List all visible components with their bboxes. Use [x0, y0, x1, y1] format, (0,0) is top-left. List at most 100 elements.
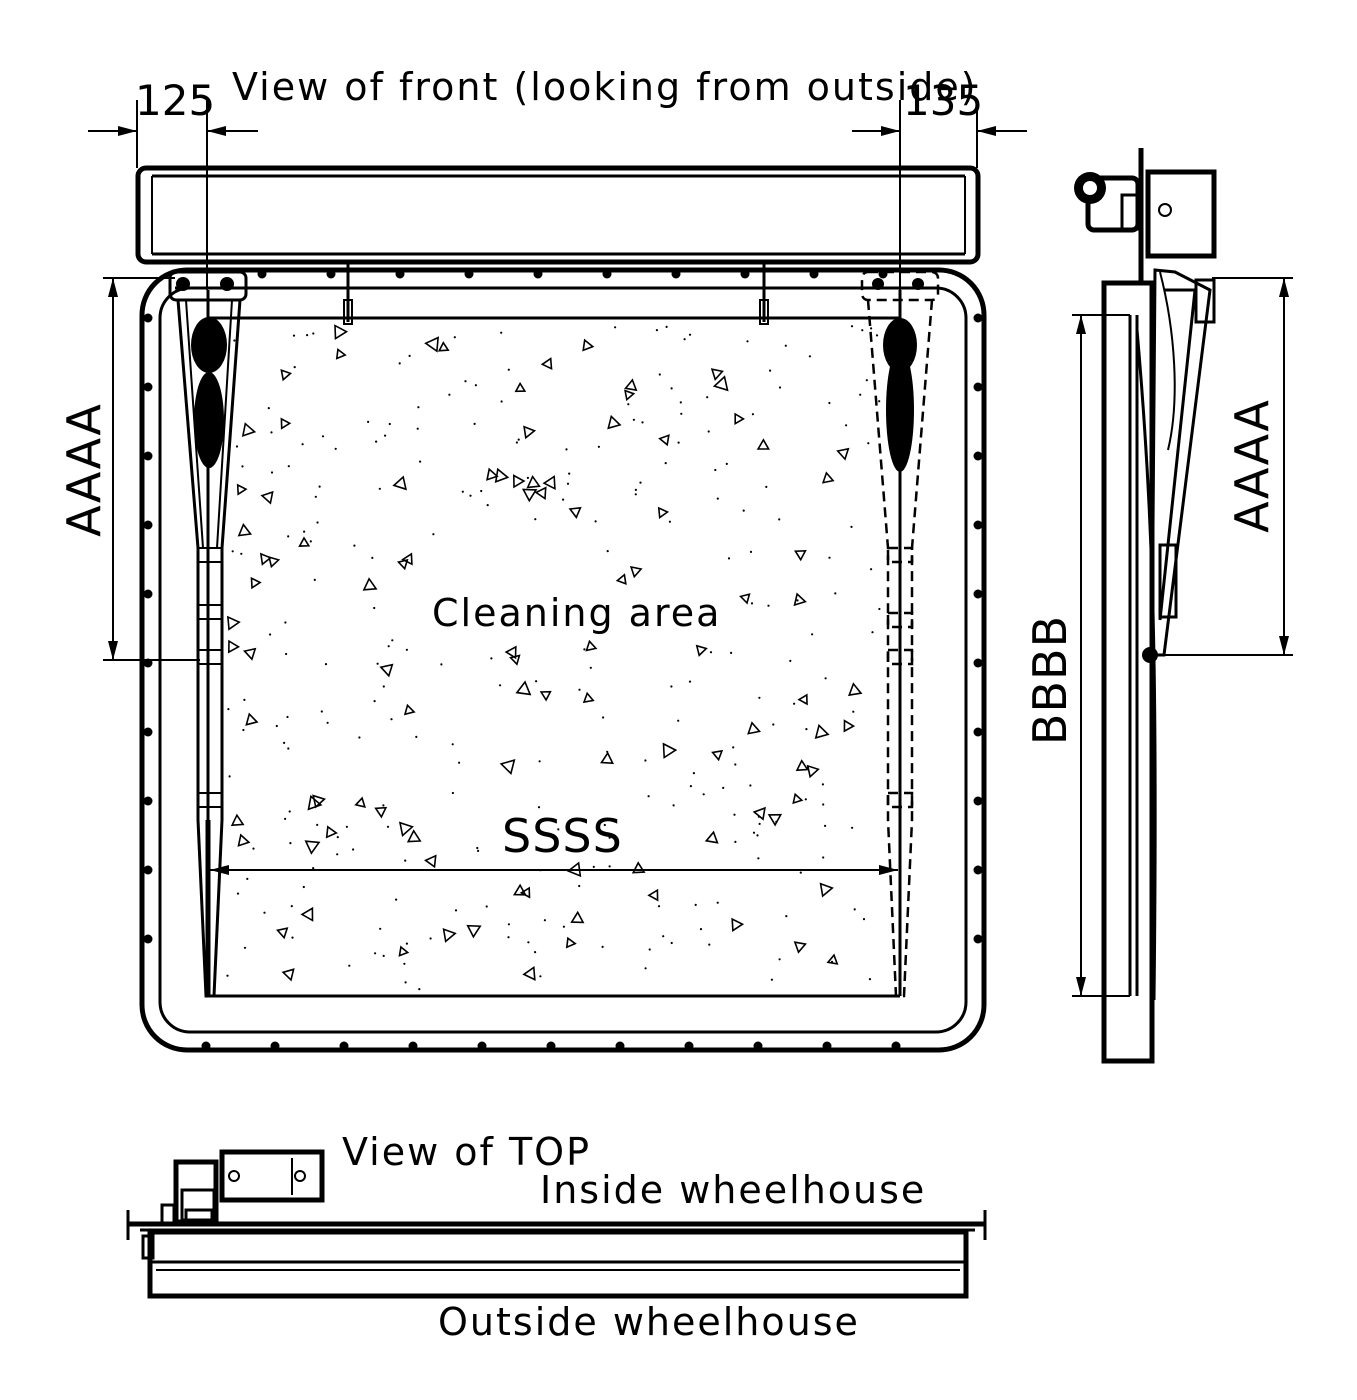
texture-triangle [631, 861, 646, 874]
texture-dot [284, 621, 287, 624]
texture-triangle [298, 536, 311, 547]
texture-triangle [821, 471, 835, 484]
frame-bolt [822, 1041, 832, 1051]
texture-triangle [767, 813, 783, 827]
texture-triangle [335, 348, 347, 360]
frame-bolt [143, 727, 153, 737]
texture-dot [757, 815, 761, 818]
texture-triangle [379, 663, 394, 678]
texture-dot [775, 820, 778, 824]
texture-dot [725, 462, 728, 465]
texture-triangle [739, 593, 751, 605]
texture-dot [384, 434, 387, 437]
texture-dot [314, 495, 317, 498]
texture-dot [758, 822, 761, 826]
texture-dot [318, 485, 321, 488]
dim-135-line [852, 100, 1027, 290]
texture-triangle [582, 338, 595, 352]
texture-dot [730, 651, 733, 655]
texture-triangle [250, 576, 262, 590]
texture-dot [226, 974, 229, 977]
frame-bolt [753, 1041, 763, 1051]
texture-dot [320, 710, 323, 713]
texture-triangle [267, 555, 281, 569]
texture-dot [321, 435, 325, 438]
texture-dot [474, 384, 477, 387]
texture-dot [313, 578, 316, 582]
top-view: View of TOP Inside wheelhouse Outside wh… [126, 1130, 987, 1344]
texture-dot [746, 340, 749, 343]
texture-dot [871, 631, 874, 634]
texture-triangle [756, 438, 770, 450]
texture-triangle [325, 825, 338, 839]
texture-dot [485, 905, 488, 908]
texture-dot [326, 721, 329, 724]
texture-dot [861, 329, 864, 332]
texture-triangle [710, 368, 724, 381]
frame-bolt [546, 1041, 556, 1051]
texture-dot [606, 750, 609, 753]
texture-dot [850, 325, 854, 328]
texture-dot [799, 871, 802, 874]
texture-dot [680, 412, 683, 415]
texture-dot [709, 651, 713, 654]
texture-dot [716, 901, 719, 904]
frame-bolt [143, 313, 153, 323]
frame-bolt [602, 269, 612, 279]
texture-dot [267, 407, 270, 410]
texture-dot [749, 784, 752, 787]
texture-dot [562, 498, 565, 501]
texture-dot [751, 413, 755, 416]
texture-dot [632, 418, 636, 421]
frame-bolt [408, 1041, 418, 1051]
texture-dot [287, 535, 290, 538]
texture-dot [348, 964, 351, 967]
front-view-title: View of front (looking from outside) [232, 65, 978, 109]
dim-ssss-label: SSSS [502, 809, 623, 863]
texture-dot [418, 988, 421, 991]
texture-triangle [843, 719, 856, 733]
texture-dot [473, 422, 476, 425]
texture-dot [416, 427, 419, 430]
texture-triangle [542, 475, 556, 491]
texture-dot [578, 884, 581, 888]
texture-dot [811, 633, 814, 636]
texture-triangle [307, 794, 323, 811]
frame-bolt [395, 269, 405, 279]
texture-dot [303, 530, 306, 533]
texture-dot [647, 795, 650, 798]
texture-dot [594, 520, 597, 523]
texture-dot [878, 607, 881, 611]
texture-triangle [362, 577, 378, 591]
texture-dot [538, 760, 541, 763]
texture-dot [231, 550, 234, 553]
texture-dot [677, 719, 680, 722]
texture-dot [334, 447, 337, 450]
texture-dot [373, 606, 376, 610]
frame-bolt [143, 589, 153, 599]
frame-bolt [143, 865, 153, 875]
texture-dot [770, 978, 774, 981]
frame-bolt [143, 382, 153, 392]
texture-dot [606, 550, 609, 553]
texture-dot [336, 836, 339, 839]
texture-dot [785, 915, 788, 918]
texture-dot [480, 489, 483, 493]
texture-triangle [534, 486, 547, 500]
texture-dot [568, 472, 571, 475]
texture-dot [390, 718, 393, 721]
texture-dot [415, 735, 418, 739]
texture-dot [293, 366, 296, 369]
left-wiper-arm [168, 270, 248, 998]
texture-dot [451, 791, 454, 795]
frame-bolt [891, 1041, 901, 1051]
texture-dot [403, 962, 406, 965]
frame-bolt [326, 269, 336, 279]
texture-triangle [585, 639, 598, 652]
texture-dot [679, 401, 682, 404]
texture-dot [699, 928, 703, 931]
texture-dot [677, 441, 680, 444]
texture-triangle [230, 813, 245, 827]
texture-dot [597, 445, 601, 448]
